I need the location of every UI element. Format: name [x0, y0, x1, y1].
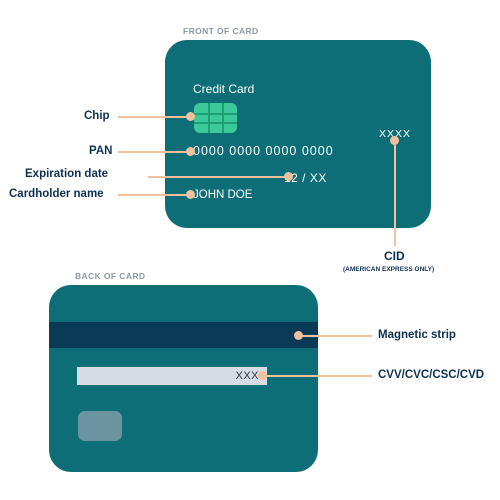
cvv-leader-dot [258, 371, 267, 380]
front-card: Credit Card 0000 0000 0000 0000 12 / XX … [165, 40, 431, 228]
back-chip-icon [78, 411, 122, 441]
signature-panel: XXX [77, 367, 267, 385]
card-pan-number: 0000 0000 0000 0000 [193, 144, 334, 158]
cid-leader-dot [390, 136, 399, 145]
card-holder-name: JOHN DOE [193, 189, 253, 201]
back-card: XXX [49, 285, 318, 472]
card-cvv-code: XXX [235, 370, 259, 382]
expiration-date-label: Expiration date [25, 168, 109, 180]
cid-note-label: (AMERICAN EXPRESS ONLY) [343, 266, 435, 273]
cvv-label: CVV/CVC/CSC/CVD [378, 369, 485, 381]
cid-leader-line [394, 140, 396, 246]
cvv-leader-line [262, 375, 372, 377]
chip-leader-line [118, 116, 194, 118]
pan-label: PAN [89, 145, 113, 157]
card-cid-code: XXXX [379, 128, 412, 140]
expiration-leader-dot [284, 172, 293, 181]
card-title: Credit Card [193, 82, 255, 96]
cid-label: CID [384, 249, 405, 263]
magnetic-strip [49, 322, 318, 348]
magnetic-strip-leader-dot [294, 331, 303, 340]
pan-leader-line [118, 151, 192, 153]
chip-icon [194, 103, 237, 133]
expiration-leader-line [148, 176, 290, 178]
magnetic-strip-label: Magnetic strip [378, 329, 456, 341]
cardholder-leader-dot [186, 190, 195, 199]
cardholder-leader-line [118, 194, 192, 196]
back-of-card-title: BACK OF CARD [75, 271, 146, 281]
card-expiration-date: 12 / XX [284, 171, 327, 185]
magnetic-strip-leader-line [298, 335, 372, 337]
cardholder-name-label: Cardholder name [9, 188, 104, 200]
chip-leader-dot [186, 112, 195, 121]
chip-label: Chip [84, 110, 110, 122]
pan-leader-dot [186, 147, 195, 156]
front-of-card-title: FRONT OF CARD [183, 26, 259, 36]
